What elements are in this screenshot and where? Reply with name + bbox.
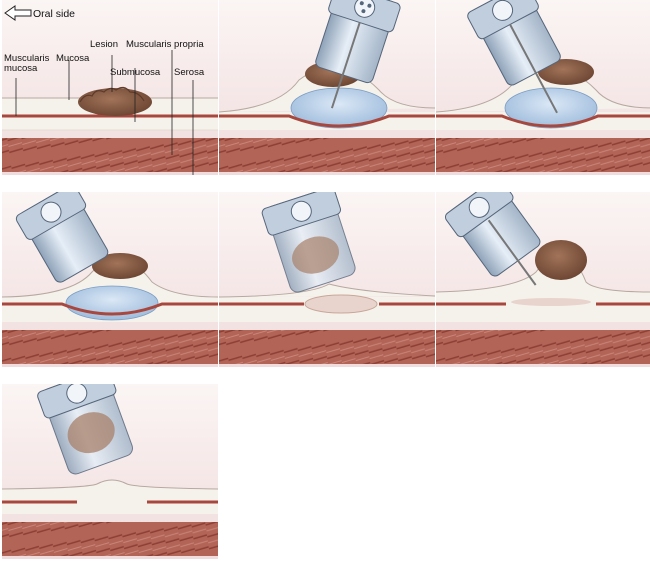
panel-b: B: [219, 0, 435, 175]
label-serosa: Serosa: [174, 67, 205, 78]
label-mucosa: Mucosa: [56, 53, 90, 64]
label-muscularis-mucosa: Muscularis mucosa: [4, 53, 50, 74]
panel-f: F: [436, 192, 650, 367]
label-muscularis-propria: Muscularis propria: [126, 39, 204, 50]
panel-c: C: [436, 0, 650, 175]
label-lesion: Lesion: [90, 39, 118, 50]
panel-a: A: [2, 0, 218, 175]
panel-g: G: [2, 384, 218, 559]
panel-e: E: [219, 192, 435, 367]
label-submucosa: Submucosa: [110, 67, 161, 78]
leader-lines: [15, 50, 194, 175]
oral-side-arrow-icon: [4, 5, 32, 21]
oral-side-label: Oral side: [33, 8, 76, 20]
panel-d: D: [2, 192, 218, 367]
